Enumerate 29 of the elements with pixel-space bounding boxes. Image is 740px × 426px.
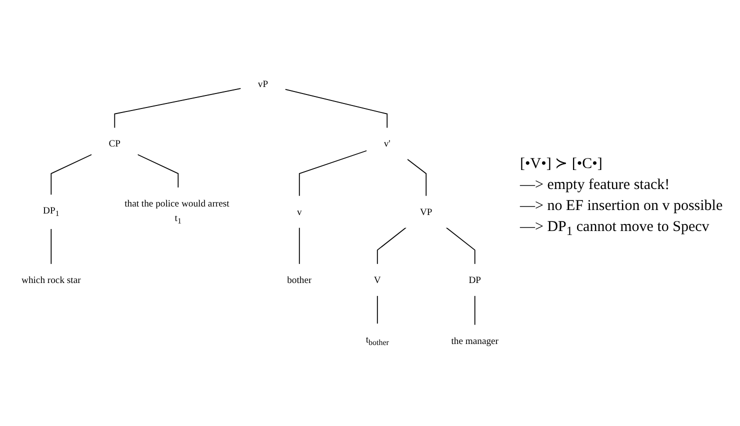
connector bbox=[406, 158, 427, 197]
connector bbox=[298, 150, 368, 197]
connector bbox=[137, 154, 179, 188]
node-text: v bbox=[296, 206, 302, 218]
node-text: bother bbox=[287, 274, 312, 286]
connector bbox=[376, 227, 407, 265]
node-text: t$_{bother}$ bbox=[366, 334, 389, 348]
node-text: VP bbox=[420, 206, 432, 218]
connector bbox=[50, 154, 92, 196]
node-text: DP bbox=[468, 274, 482, 286]
node-text: DP$_{1}$ bbox=[43, 205, 60, 218]
node-text: v' bbox=[384, 138, 390, 149]
node-text: the manager bbox=[451, 335, 498, 346]
connector bbox=[50, 228, 52, 265]
node-text: V bbox=[374, 274, 381, 286]
connector bbox=[298, 227, 300, 265]
connector bbox=[446, 227, 476, 265]
note-text: —> no EF insertion on v possible bbox=[520, 198, 724, 215]
node-text: which rock star bbox=[22, 274, 81, 286]
node-text: CP bbox=[108, 138, 121, 149]
connector bbox=[114, 88, 242, 128]
node-text: vP bbox=[258, 78, 268, 90]
connector bbox=[376, 295, 378, 324]
note-text: —> DP$_{1}$ cannot move to Specv bbox=[520, 219, 710, 239]
note-text: [•V•] ≻ [•C•] bbox=[520, 155, 604, 173]
note-text: —> empty feature stack! bbox=[520, 177, 671, 194]
connector bbox=[284, 88, 388, 128]
connector bbox=[474, 295, 476, 326]
node-text: that the police would arrest t$_{1}$ bbox=[124, 198, 230, 226]
